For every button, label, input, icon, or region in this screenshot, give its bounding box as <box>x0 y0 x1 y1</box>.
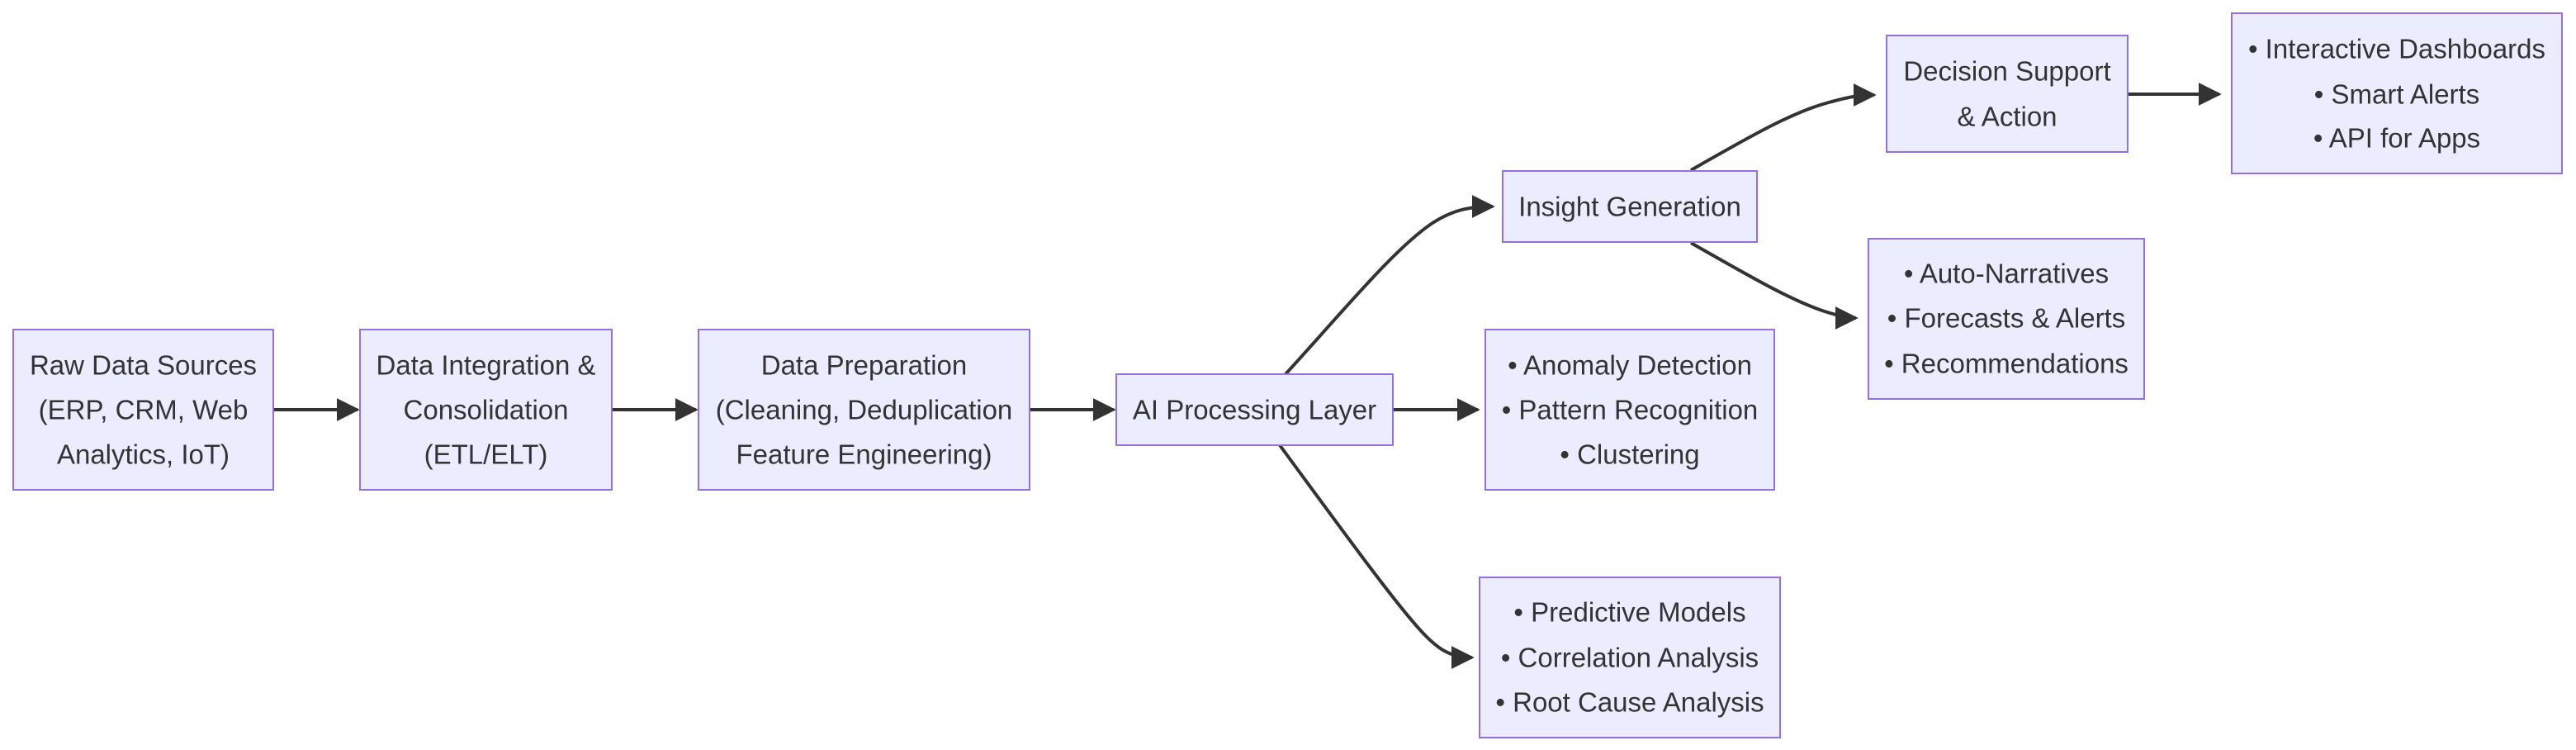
node-label-line: Data Preparation <box>761 350 967 381</box>
edge-insight-to-narratives <box>1690 241 1859 330</box>
node-label-line: • Recommendations <box>1884 349 2129 379</box>
node-box <box>1485 329 1775 491</box>
node-label-line: • Forecasts & Alerts <box>1887 303 2125 334</box>
node-box <box>1502 170 1758 243</box>
node-label-line: (ETL/ELT) <box>424 439 548 470</box>
node-ai-processing-layer: AI Processing Layer <box>1115 373 1394 446</box>
node-label-line: Decision Support <box>1903 56 2110 87</box>
node-label-line: Feature Engineering) <box>736 439 992 470</box>
node-data-integration: Data Integration & Consolidation (ETL/EL… <box>359 329 613 491</box>
node-label-line: Data Integration & <box>376 350 596 381</box>
node-label-line: Insight Generation <box>1518 192 1741 222</box>
edge-insight-to-decision <box>1690 83 1877 172</box>
node-label-line: & Action <box>1957 102 2057 132</box>
node-data-preparation: Data Preparation (Cleaning, Deduplicatio… <box>698 329 1030 491</box>
node-insight-generation: Insight Generation <box>1502 170 1758 243</box>
node-label-line: • Pattern Recognition <box>1502 395 1759 425</box>
node-label-line: (Cleaning, Deduplication <box>716 395 1013 425</box>
node-label-line: (ERP, CRM, Web <box>39 395 249 425</box>
node-label-line: • Anomaly Detection <box>1508 350 1752 381</box>
node-label-line: • Predictive Models <box>1513 597 1745 628</box>
node-box <box>359 329 613 491</box>
node-label-line: AI Processing Layer <box>1133 395 1376 425</box>
edge-ai-to-predictive <box>1278 444 1475 669</box>
node-label-line: • Auto-Narratives <box>1904 259 2109 289</box>
node-box <box>1868 238 2145 400</box>
node-label-line: • Clustering <box>1560 439 1699 470</box>
node-box <box>698 329 1030 491</box>
edge-ai-to-insight <box>1284 195 1495 376</box>
nodes: Raw Data Sources (ERP, CRM, Web Analytic… <box>12 12 2563 738</box>
node-label-line: • Smart Alerts <box>2314 79 2479 110</box>
node-label-line: Analytics, IoT) <box>57 439 230 470</box>
node-label-line: Raw Data Sources <box>30 350 257 381</box>
node-label-line: • Root Cause Analysis <box>1495 687 1764 718</box>
node-label-line: • Correlation Analysis <box>1501 643 1759 673</box>
node-narratives-list: • Auto-Narratives • Forecasts & Alerts •… <box>1868 238 2145 400</box>
node-decision-support: Decision Support & Action <box>1886 35 2129 153</box>
node-dashboards-list: • Interactive Dashboards • Smart Alerts … <box>2231 12 2563 174</box>
node-box <box>1886 35 2129 153</box>
node-box <box>1115 373 1394 446</box>
node-box <box>2231 12 2563 174</box>
node-anomaly-list: • Anomaly Detection • Pattern Recognitio… <box>1485 329 1775 491</box>
edges <box>273 83 2222 669</box>
node-box <box>1479 577 1781 738</box>
node-label-line: • Interactive Dashboards <box>2248 34 2545 64</box>
node-label-line: Consolidation <box>404 395 569 425</box>
node-box <box>12 329 274 491</box>
node-raw-data-sources: Raw Data Sources (ERP, CRM, Web Analytic… <box>12 329 274 491</box>
node-predictive-list: • Predictive Models • Correlation Analys… <box>1479 577 1781 738</box>
node-label-line: • API for Apps <box>2313 123 2480 154</box>
